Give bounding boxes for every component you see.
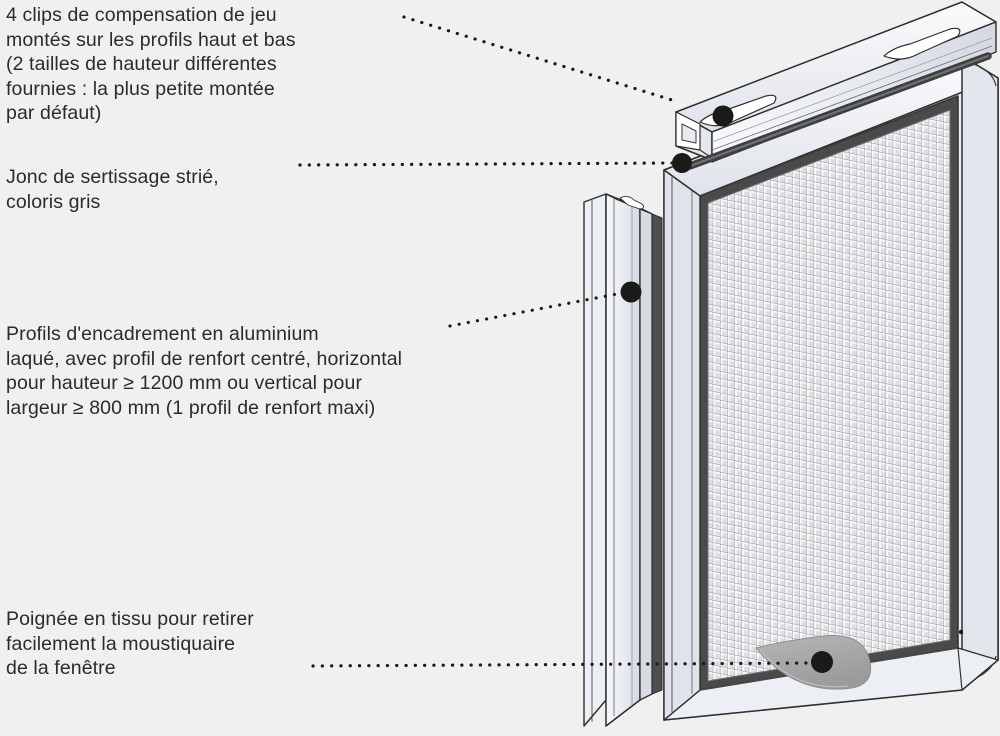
annotation-poignee: Poignée en tissu pour retirer facilement… [6,608,254,679]
jonc-marker [672,153,692,173]
poignee-tissu [755,635,872,690]
profil-marker [620,281,642,303]
leader-jonc [298,161,674,167]
leader-poignee [311,661,814,668]
cadre-moustiquaire [663,55,999,721]
annotation-clips: 4 clips de compensation de jeu montés su… [6,4,296,124]
jonc-sertissage [672,52,992,173]
poignee-marker [811,651,833,673]
registration-dot [958,629,964,635]
leader-lines [298,15,814,668]
leader-profils [448,291,624,328]
annotation-jonc: Jonc de sertissage strié, coloris gris [6,166,219,213]
annotation-profils: Profils d'encadrement en aluminium laqué… [6,323,403,419]
clip-marker-1 [712,105,734,127]
leader-clips [402,15,674,102]
profil-haut-detache [672,1,997,173]
profil-vertical-detache [583,193,663,727]
